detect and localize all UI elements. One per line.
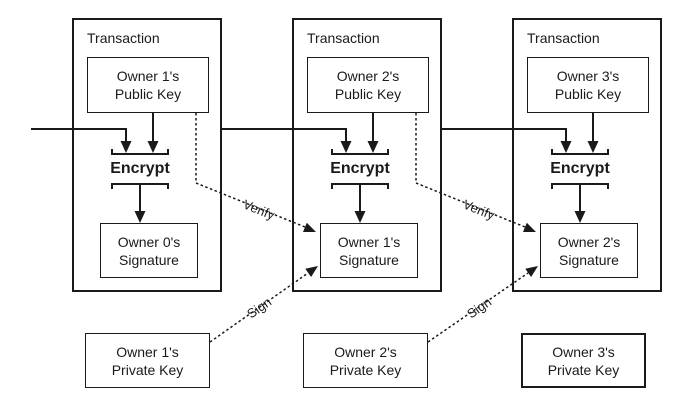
- verify-line-tx2-to-tx3: [415, 113, 526, 228]
- arrowhead-signature3: [574, 211, 586, 223]
- transaction-box-2: [292, 18, 442, 292]
- transaction-box-1: [72, 18, 222, 292]
- chain-line-tx2-to-tx3: [442, 128, 567, 142]
- public-key-2-line1: Owner 2's: [336, 68, 400, 84]
- transaction-box-3: [512, 18, 662, 292]
- public-key-3-line1: Owner 3's: [556, 68, 620, 84]
- encrypt2-top-bracket: [331, 149, 389, 155]
- arrowhead-chain-tx1: [120, 141, 132, 153]
- signature-2-line2: Signature: [339, 251, 399, 268]
- solid-arrowheads: [120, 141, 599, 223]
- private-key-2-line1: Owner 2's: [334, 343, 397, 360]
- arrowhead-signature1: [134, 211, 146, 223]
- encrypt3-top-bracket: [551, 149, 609, 155]
- chain-line-tx1-to-tx2: [222, 128, 347, 142]
- encrypt1-bottom-bracket: [111, 183, 169, 189]
- verify-line-tx1-to-tx2: [195, 113, 306, 228]
- signature-box-3: Owner 2's Signature: [540, 223, 638, 278]
- arrowhead-verify2: [523, 222, 536, 232]
- public-key-2-line2: Public Key: [334, 86, 402, 102]
- transaction-1-title: Transaction: [87, 30, 160, 46]
- chain-line-into-tx1: [31, 128, 127, 142]
- signature-box-2: Owner 1's Signature: [320, 223, 418, 278]
- signature-3-line1: Owner 2's: [557, 233, 621, 250]
- public-key-3-line2: Public Key: [554, 86, 622, 102]
- public-key-box-3: Owner 3's Public Key: [527, 57, 649, 113]
- private-key-2-line2: Private Key: [329, 361, 402, 378]
- arrowhead-sign2: [525, 266, 538, 277]
- arrowhead-signature2: [354, 211, 366, 223]
- private-key-box-2: Owner 2's Private Key: [303, 333, 428, 388]
- private-key-1-line2: Private Key: [111, 361, 184, 378]
- encrypt3-bottom-bracket: [551, 183, 609, 189]
- signature-3-line2: Signature: [559, 251, 619, 268]
- signature-1-line2: Signature: [119, 251, 179, 268]
- signature-1-line1: Owner 0's: [117, 233, 181, 250]
- arrowhead-sign1: [305, 266, 318, 277]
- sign-line-pk2-to-tx3: [427, 272, 529, 343]
- public-key-1-line1: Owner 1's: [116, 68, 180, 84]
- private-key-box-3: Owner 3's Private Key: [521, 333, 646, 388]
- encrypt-label-1: Encrypt: [110, 160, 170, 177]
- arrowhead-verify1: [303, 222, 316, 232]
- arrowhead-pubkey3: [587, 141, 599, 153]
- transaction-3-title: Transaction: [527, 30, 600, 46]
- public-key-box-2: Owner 2's Public Key: [307, 57, 429, 113]
- private-key-3-line1: Owner 3's: [552, 343, 615, 360]
- transaction-2-title: Transaction: [307, 30, 380, 46]
- signature-box-1: Owner 0's Signature: [100, 223, 198, 278]
- encrypt-label-2: Encrypt: [330, 160, 390, 177]
- dashed-lines: [195, 113, 529, 343]
- dashed-arrowheads: [303, 222, 538, 277]
- private-key-1-line1: Owner 1's: [116, 343, 179, 360]
- chain-lines: [31, 113, 609, 212]
- private-key-3-line2: Private Key: [547, 361, 620, 378]
- encrypt2-bottom-bracket: [331, 183, 389, 189]
- arrowhead-pubkey2: [367, 141, 379, 153]
- encrypt1-top-bracket: [111, 149, 169, 155]
- arrowhead-chain-tx2: [340, 141, 352, 153]
- arrowhead-chain-tx3: [560, 141, 572, 153]
- public-key-box-1: Owner 1's Public Key: [87, 57, 209, 113]
- private-key-box-1: Owner 1's Private Key: [85, 333, 210, 388]
- arrowhead-pubkey1: [147, 141, 159, 153]
- signature-2-line1: Owner 1's: [337, 233, 401, 250]
- public-key-1-line2: Public Key: [114, 86, 182, 102]
- encrypt-label-3: Encrypt: [550, 160, 610, 177]
